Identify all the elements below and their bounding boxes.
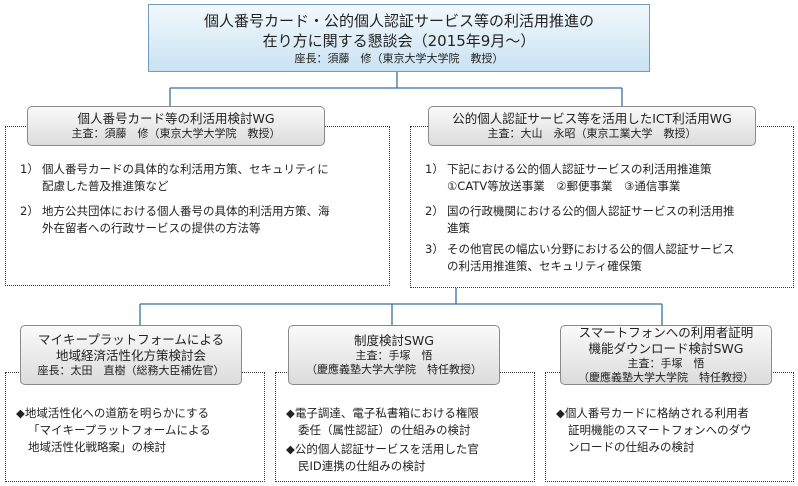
wg2-panel: 1） 下記における公的個人認証サービスの利活用推進策 ①CATV等放送事業 ②郵… [410, 126, 794, 288]
swg1-chair: 座長：太田 直樹（総務大臣補佐官） [37, 364, 225, 377]
swg3-title-line1: スマートフォンへの利用者証明 [578, 325, 754, 340]
swg2-item-1: ◆電子調達、電子私書箱における権限 委任（属性認証）の仕組みの検討 [286, 406, 479, 437]
wg2-item-1: 1） 下記における公的個人認証サービスの利活用推進策 ①CATV等放送事業 ②郵… [425, 162, 712, 193]
swg2-header: 制度検討SWG 主査：手塚 悟 （慶應義塾大学大学院 特任教授） [288, 325, 500, 385]
wg2-item-2: 2） 国の行政機関における公的個人認証サービスの利活用推 進策 [425, 204, 735, 235]
swg2-chair-line1: 主査：手塚 悟 [355, 349, 433, 362]
council-title-line1: 個人番号カード・公的個人認証サービス等の利活用推進の [203, 11, 594, 30]
swg1-panel: ◆地域活性化への道筋を明らかにする 「マイキープラットフォームによる 地域活性化… [5, 372, 265, 482]
wg1-panel: 1） 個人番号カードの具体的な利活用方策、セキュリティに 配慮した普及推進策など… [5, 126, 390, 286]
swg2-title: 制度検討SWG [354, 333, 434, 348]
swg3-title-line2: 機能ダウンロード検討SWG [588, 341, 744, 356]
swg2-item-2: ◆公的個人認証サービスを活用した官 民ID連携の仕組みの検討 [286, 442, 479, 473]
wg1-title: 個人番号カード等の利活用検討WG [77, 111, 275, 126]
swg1-title-line2: 地域経済活性化方策検討会 [55, 348, 206, 363]
council-box: 個人番号カード・公的個人認証サービス等の利活用推進の 在り方に関する懇談会（20… [148, 4, 650, 72]
wg1-item-1: 1） 個人番号カードの具体的な利活用方策、セキュリティに 配慮した普及推進策など [20, 162, 329, 193]
swg2-panel: ◆電子調達、電子私書箱における権限 委任（属性認証）の仕組みの検討 ◆公的個人認… [275, 372, 535, 482]
wg2-chair: 主査：大山 永昭（東京工業大学 教授） [487, 127, 697, 140]
wg1-item-2: 2） 地方公共団体における個人番号の具体的利活用方策、海 外在留者への行政サービ… [20, 204, 330, 235]
wg2-item-3: 3） その他官民の幅広い分野における公的個人認証サービス の利活用推進策、セキュ… [425, 242, 735, 273]
swg3-item-1: ◆個人番号カードに格納される利用者 証明機能のスマートフォンへのダウ ンロードの… [556, 406, 752, 454]
swg1-header: マイキープラットフォームによる 地域経済活性化方策検討会 座長：太田 直樹（総務… [20, 325, 242, 385]
wg1-chair: 主査：須藤 修（東京大学大学院 教授） [71, 127, 281, 140]
wg1-header: 個人番号カード等の利活用検討WG 主査：須藤 修（東京大学大学院 教授） [27, 106, 325, 146]
council-title-line2: 在り方に関する懇談会（2015年9月〜） [262, 31, 536, 50]
swg2-chair-line2: （慶應義塾大学大学院 特任教授） [306, 363, 482, 376]
swg3-header: スマートフォンへの利用者証明 機能ダウンロード検討SWG 主査：手塚 悟 （慶應… [560, 325, 772, 385]
swg3-chair-line1: 主査：手塚 悟 [627, 357, 705, 370]
swg1-item-1: ◆地域活性化への道筋を明らかにする 「マイキープラットフォームによる 地域活性化… [16, 406, 211, 454]
wg2-header: 公的個人認証サービス等を活用したICT利活用WG 主査：大山 永昭（東京工業大学… [428, 106, 756, 146]
swg1-title-line1: マイキープラットフォームによる [37, 332, 224, 347]
swg3-chair-line2: （慶應義塾大学大学院 特任教授） [578, 371, 754, 384]
council-chair: 座長：須藤 修（東京大学大学院 教授） [294, 51, 504, 65]
swg3-panel: ◆個人番号カードに格納される利用者 証明機能のスマートフォンへのダウ ンロードの… [545, 372, 794, 482]
wg2-title: 公的個人認証サービス等を活用したICT利活用WG [452, 111, 732, 126]
